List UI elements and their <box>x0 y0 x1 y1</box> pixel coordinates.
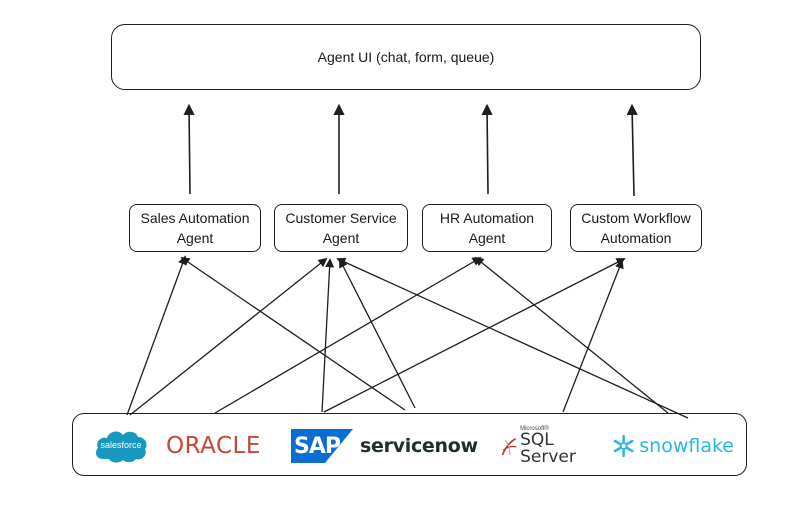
custom-workflow-automation-box: Custom Workflow Automation <box>570 204 702 252</box>
salesforce-logo: salesforce <box>93 428 149 464</box>
sql-server-icon <box>501 437 517 456</box>
salesforce-cloud-icon <box>95 431 147 463</box>
servicenow-logo: servicenow <box>360 428 480 464</box>
snowflake-logo: snowflake <box>612 428 734 464</box>
arrow-oracle-to-hr <box>214 257 482 414</box>
hr-automation-agent-label: HR Automation Agent <box>439 210 535 246</box>
servicenow-wordmark: servicenow <box>360 435 478 457</box>
snowflake-icon <box>613 434 634 458</box>
arrow-snowflake-to-hr <box>474 256 669 414</box>
arrow-salesforce-to-service <box>129 257 328 416</box>
arrow-sap-to-service-a <box>321 258 335 413</box>
arrow-sap-to-workflow <box>323 258 626 413</box>
arrow-servicenow-to-sales <box>180 256 406 411</box>
sql-server-wordmark: SQL Server <box>520 430 576 467</box>
sql-server-logo: Microsoft® SQL Server <box>500 426 598 467</box>
agent-ui-box: Agent UI (chat, form, queue) <box>111 24 701 90</box>
salesforce-wordmark: salesforce <box>100 440 142 450</box>
sap-badge-icon <box>291 429 353 463</box>
agent-ui-label: Agent UI (chat, form, queue) <box>317 49 495 65</box>
sql-server-microsoft-label: Microsoft® <box>520 426 549 432</box>
arrow-servicenow-to-service <box>339 258 416 409</box>
arrow-salesforce-to-sales <box>126 255 187 416</box>
sap-wordmark: SAP <box>294 434 341 459</box>
hr-automation-agent-box: HR Automation Agent <box>422 204 552 252</box>
oracle-wordmark: ORACLE <box>166 433 261 459</box>
arrow-sales-to-ui <box>183 103 195 195</box>
customer-service-agent-box: Customer Service Agent <box>274 204 408 252</box>
sales-automation-agent-label: Sales Automation Agent <box>140 210 250 246</box>
oracle-logo: ORACLE <box>166 428 274 464</box>
custom-workflow-automation-label: Custom Workflow Automation <box>581 210 691 246</box>
arrow-snowflake-to-service <box>336 257 689 419</box>
arrow-workflow-to-ui <box>626 103 638 197</box>
snowflake-wordmark: snowflake <box>639 435 734 457</box>
sap-logo: SAP <box>291 428 353 464</box>
arrow-sql-to-workflow <box>562 259 624 413</box>
customer-service-agent-label: Customer Service Agent <box>285 210 397 246</box>
sales-automation-agent-box: Sales Automation Agent <box>129 204 261 252</box>
arrow-hr-to-ui <box>481 103 493 195</box>
